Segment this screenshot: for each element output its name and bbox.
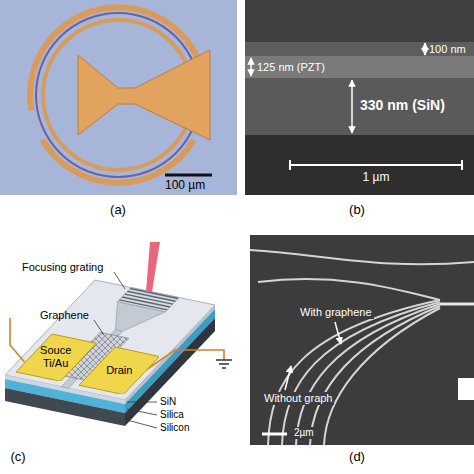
micrograph-ground (0, 0, 237, 195)
ground-line (222, 367, 226, 369)
dimension-label: 125 nm (PZT) (257, 61, 325, 74)
waveguide-curve (268, 300, 440, 445)
leader-line (127, 409, 157, 415)
part-label: Graphene (40, 309, 89, 322)
dimension-label: 100 nm (429, 43, 466, 56)
waveguide-curve (324, 308, 440, 445)
panel-caption: (b) (349, 203, 365, 218)
scale-label: 1 µm (363, 171, 390, 185)
region-label: With graphene (298, 306, 374, 319)
thickness-arrow (424, 43, 426, 55)
scale-bar (262, 433, 287, 436)
pad-shape (16, 334, 96, 381)
source-pad: Souce Ti/Au (16, 334, 96, 381)
outer-electrode-arc (42, 140, 193, 183)
pointer-arrow (335, 322, 341, 344)
ground-line (216, 359, 232, 361)
leader-line (114, 272, 125, 289)
layer-label: SiN (160, 396, 176, 408)
leader-line (94, 320, 104, 335)
drain-wire (146, 350, 224, 370)
waveguide-curve (296, 304, 440, 445)
panel-caption: (d) (349, 450, 365, 465)
sin-layer (245, 78, 474, 135)
waveguide-curves (250, 250, 474, 445)
scale-label: 2µm (292, 427, 316, 439)
sem-top-region (245, 0, 474, 42)
output-waveguide (440, 303, 474, 306)
scale-bar-tick (289, 160, 291, 170)
waveguide-curve (258, 279, 440, 300)
region-label: Without graph (262, 392, 334, 405)
pointer-arrow (285, 366, 291, 390)
panel-caption: (c) (10, 450, 25, 465)
part-label: Focusing grating (22, 261, 103, 274)
scale-bar (165, 174, 212, 177)
scale-label: 100 µm (165, 179, 205, 193)
layer-label: Silicon (160, 422, 189, 434)
dimension-label: 330 nm (SiN) (360, 97, 445, 113)
bowtie-electrode (78, 50, 210, 140)
waveguide-curve (310, 306, 440, 445)
sem-ground (250, 235, 474, 445)
pad-shape (79, 347, 159, 395)
pad-label: Drain (99, 364, 139, 377)
top-layer (245, 42, 474, 56)
ground-line (219, 363, 229, 365)
thickness-arrow (351, 80, 353, 133)
pad-label: Souce Ti/Au (36, 344, 76, 369)
silicon-layer-front (5, 388, 125, 426)
grating-tooth (130, 288, 178, 298)
panel-caption: (a) (110, 203, 126, 218)
pzt-layer (245, 56, 474, 78)
source-wire (10, 318, 25, 362)
scale-bar (290, 164, 462, 166)
ground-symbol (216, 360, 232, 368)
inset-mark (458, 378, 474, 400)
waveguide-curve (250, 250, 474, 264)
laser-beam (146, 242, 160, 292)
scale-bar-tick (461, 160, 463, 170)
waveguide-curve (282, 302, 440, 445)
drain-pad: Drain (79, 347, 159, 395)
thickness-arrow (250, 58, 252, 76)
leader-line (127, 402, 157, 403)
leader-line (127, 420, 157, 428)
layer-label: Silica (160, 409, 184, 421)
substrate-region (245, 135, 474, 195)
